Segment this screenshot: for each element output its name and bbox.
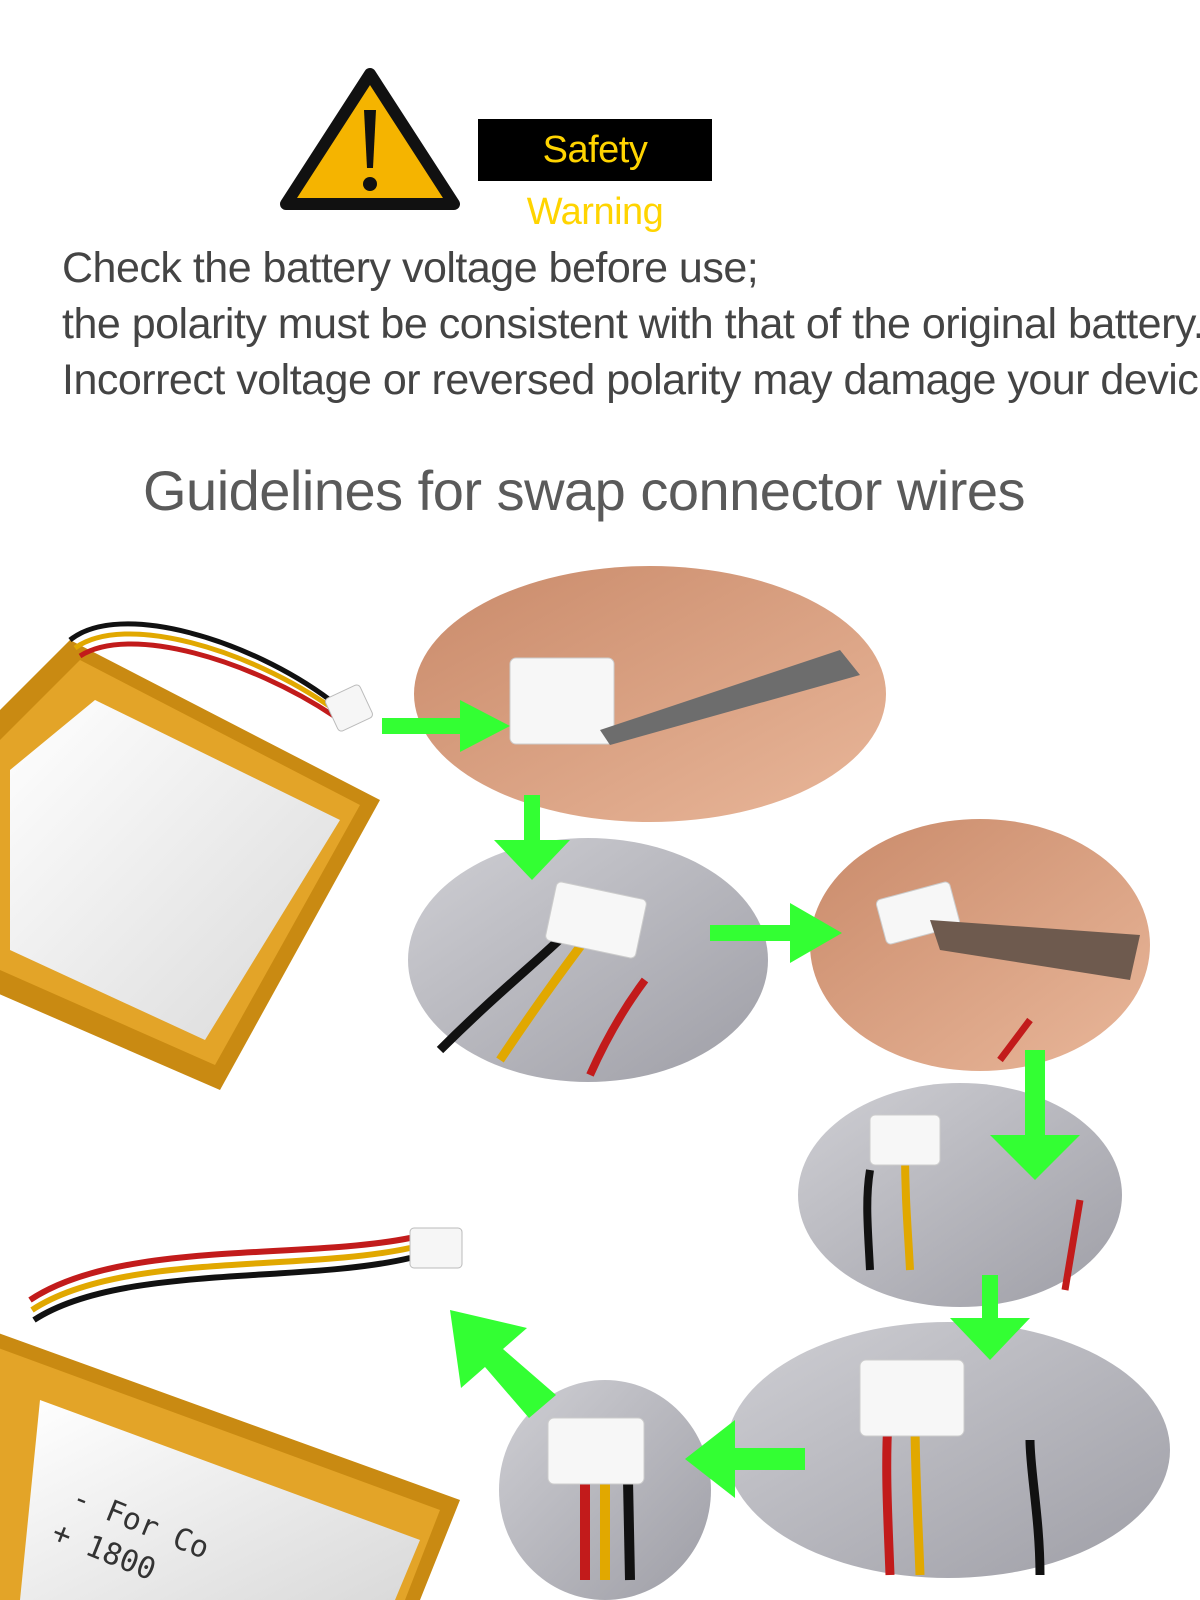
arrow-down-icon — [950, 1275, 1030, 1360]
notice-line: Check the battery voltage before use; — [62, 244, 759, 292]
guidelines-heading: Guidelines for swap connector wires — [143, 459, 1026, 522]
warning-triangle-icon — [280, 68, 460, 210]
safety-warning-label: Safety Warning — [478, 119, 712, 233]
safety-notice: Check the battery voltage before use; th… — [62, 240, 1200, 408]
battery-swapped — [0, 1227, 463, 1600]
arrow-down-icon — [990, 1050, 1080, 1180]
battery-original — [0, 621, 380, 1090]
step-photo-5 — [726, 1322, 1170, 1578]
arrow-down-icon — [494, 795, 570, 880]
step-photo-2 — [408, 838, 768, 1082]
step-photo-3 — [810, 819, 1150, 1071]
notice-line: Incorrect voltage or reversed polarity m… — [62, 356, 1200, 404]
step-photo-1 — [414, 566, 886, 822]
step-photo-4 — [798, 1083, 1122, 1307]
arrow-up-left-icon — [450, 1310, 556, 1418]
notice-line: the polarity must be consistent with tha… — [62, 300, 1200, 348]
arrow-right-icon — [382, 700, 510, 752]
step-arrows — [382, 700, 1080, 1498]
arrow-left-icon — [685, 1420, 805, 1498]
arrow-right-icon — [710, 903, 842, 963]
step-photo-6 — [499, 1380, 711, 1600]
